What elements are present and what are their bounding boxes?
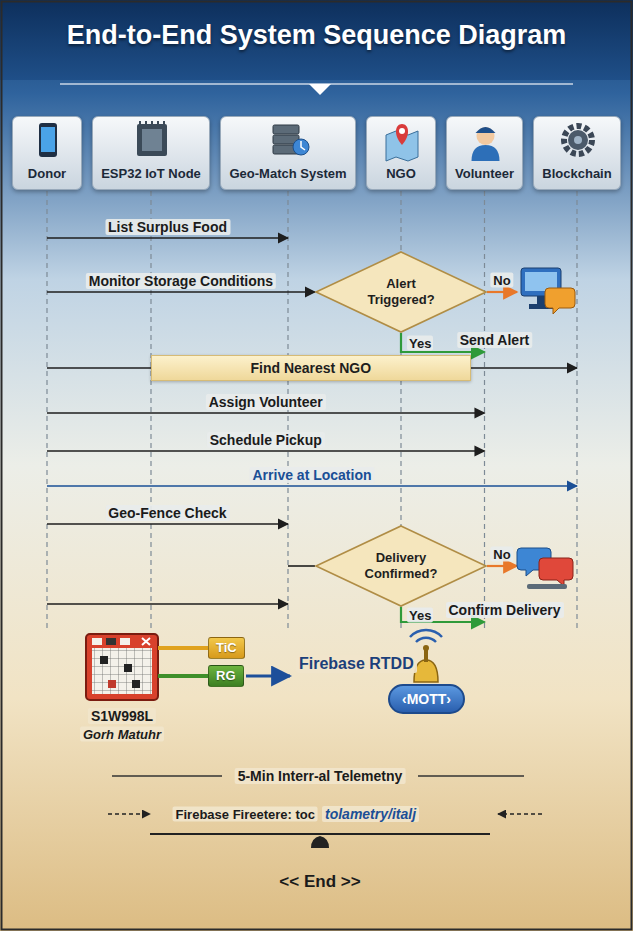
lifeline-header: Volunteer [446,116,523,190]
header-icon [367,121,437,161]
node-text: Alert Triggered? [360,276,442,308]
message-label: Arrive at Location [249,467,374,483]
message-label: Schedule Pickup [207,432,325,448]
diamond-shape [316,252,486,332]
process-band: Find Nearest NGO [151,355,471,381]
lifeline [150,191,151,628]
message-arrow [47,603,288,605]
message-label: List Surplus Food [105,219,230,235]
header-icon [221,121,357,161]
header-icon [13,121,83,161]
note-label: 5-Min Interr-al Telemetny [235,768,406,784]
lifelines [47,191,577,628]
no-branch [487,268,575,314]
node-text: RG [216,666,236,686]
lifeline-header: ESP32 IoT Node [92,116,210,190]
chip-illustration [86,634,158,700]
message-arrow [47,485,577,487]
message-arrow [47,523,288,525]
message-label: Monitor Storage Conditions [86,273,276,289]
note-label: No [490,273,513,288]
lifeline-header: NGO [366,116,436,190]
note-label: << End >> [276,872,363,892]
decision-diamond: Alert Triggered? [315,251,487,333]
header-icon [534,121,622,161]
signal-box: TiC [208,637,245,659]
signal-box: RG [208,665,244,687]
note-label: Send Alert [457,332,533,348]
alert-icon [517,548,573,589]
dashed-arrow [498,813,542,815]
node-text: Volunteer [455,166,514,181]
title-band [0,0,633,80]
lifeline [576,191,577,628]
lifeline-header: Blockchain [533,116,621,190]
header-icon [93,121,211,161]
decision-diamond: Delivery Confirmed? [315,525,487,607]
telemetry-rule [112,775,222,777]
green-wire [158,674,208,678]
message-label: Assign Volunteer [206,394,326,410]
node-text: Blockchain [542,166,611,181]
note-label: S1W998L [88,708,156,724]
yellow-wire [158,646,208,650]
telemetry-rule [418,775,524,777]
dashed-arrow [108,813,150,815]
message-label: Geo-Fence Check [105,505,229,521]
lifeline-header: Geo-Match System [220,116,356,190]
protocol-pill: ‹MOTT› [388,684,465,714]
lifeline-header: Donor [12,116,82,190]
branch-label: Yes [407,335,433,350]
message-arrow [47,237,288,239]
note-label: Firebase RTDD [296,655,417,673]
node-text: ‹MOTT› [402,690,451,708]
no-arrow [487,565,517,567]
note-label: No [490,547,513,562]
diamond-shape [316,526,486,606]
note-label: tolametry/italj [322,806,419,822]
alert-icon [521,268,575,314]
end-rule [150,833,490,835]
no-arrow [487,291,517,293]
node-text: Find Nearest NGO [152,356,470,380]
message-arrow [288,565,315,567]
node-text: NGO [386,166,416,181]
title-pointer [309,84,331,95]
header-icon [447,121,524,161]
node-text: TiC [216,638,237,658]
branch-label: Yes [407,607,433,622]
lifeline [484,191,485,628]
diagram-title: End-to-End System Sequence Diagram [0,20,633,51]
note-label: Confirm Delivery [445,602,563,618]
node-text: ESP32 IoT Node [101,166,201,181]
lifeline [46,191,47,628]
message-arrow [47,291,315,293]
message-arrow [47,412,485,414]
note-label: Gorh Matuhr [80,727,164,742]
note-label: Firebase Fireetere: toc [173,807,318,822]
node-text: Delivery Confirmed? [360,550,442,582]
message-arrow [47,450,485,452]
node-text: Donor [28,166,66,181]
end-bell [311,836,329,848]
data-arrow [246,675,290,678]
node-text: Geo-Match System [229,166,346,181]
connectors [47,238,577,622]
